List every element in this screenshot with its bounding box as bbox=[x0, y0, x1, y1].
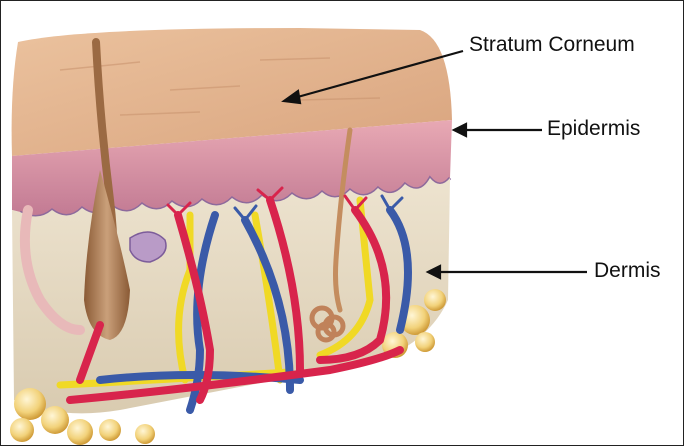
arrowhead-epidermis bbox=[454, 124, 466, 136]
label-stratum-corneum: Stratum Corneum bbox=[469, 33, 635, 57]
label-epidermis: Epidermis bbox=[547, 117, 640, 141]
label-dermis: Dermis bbox=[594, 259, 661, 283]
